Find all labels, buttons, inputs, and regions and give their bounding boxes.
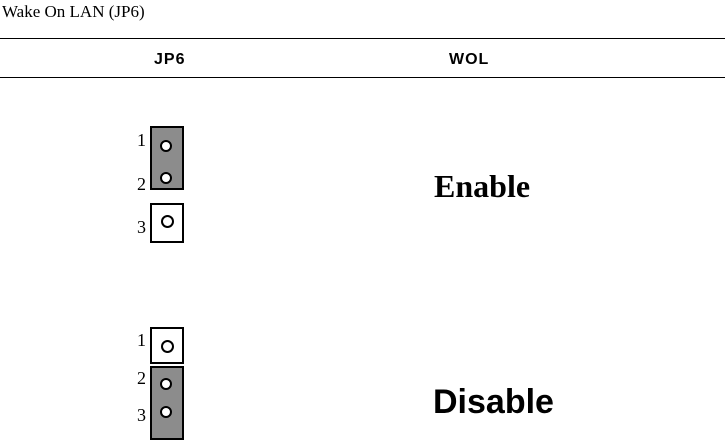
jumper-cap-pins-1-2 <box>150 126 184 190</box>
pin-2-icon <box>160 378 172 390</box>
pin-2-icon <box>160 172 172 184</box>
pin-1-icon <box>161 340 174 353</box>
table-header-rule <box>0 77 725 78</box>
open-pin-3 <box>150 203 184 243</box>
pin-label-3: 3 <box>137 405 146 425</box>
pin-label-1: 1 <box>137 130 146 150</box>
pin-label-2: 2 <box>137 368 146 388</box>
column-header-wol: WOL <box>449 51 490 68</box>
state-enable-label: Enable <box>434 168 531 204</box>
pin-label-2: 2 <box>137 174 146 194</box>
section-title: Wake On LAN (JP6) <box>2 2 145 21</box>
open-pin-1 <box>150 327 184 364</box>
table-top-rule <box>0 38 725 39</box>
jumper-cap-pins-2-3 <box>150 366 184 440</box>
pin-1-icon <box>160 140 172 152</box>
column-header-jp6: JP6 <box>154 51 186 68</box>
state-disable-label: Disable <box>433 383 554 421</box>
pin-label-1: 1 <box>137 330 146 350</box>
pin-3-icon <box>160 406 172 418</box>
pin-3-icon <box>161 215 174 228</box>
pin-label-3: 3 <box>137 217 146 237</box>
